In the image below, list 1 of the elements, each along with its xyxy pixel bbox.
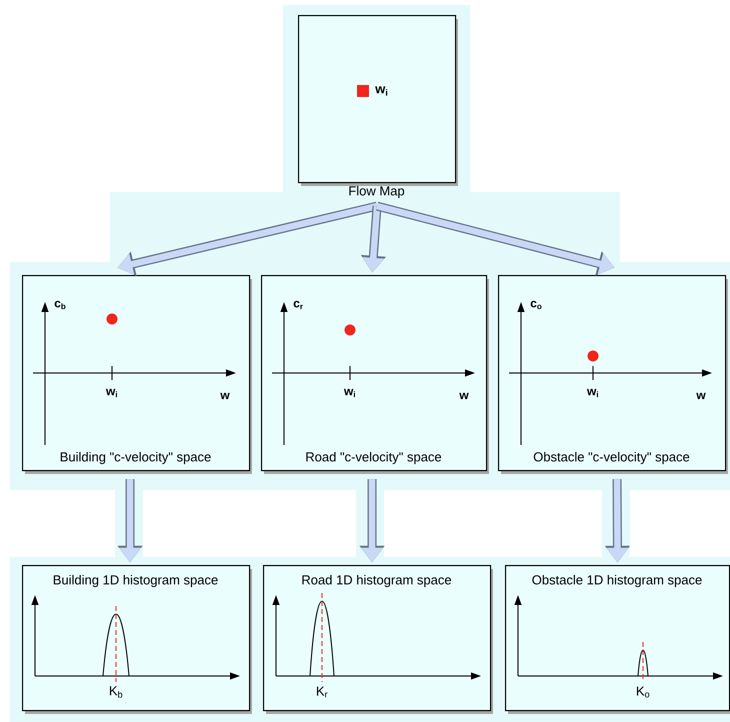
map-title: Flow Map (349, 186, 404, 198)
